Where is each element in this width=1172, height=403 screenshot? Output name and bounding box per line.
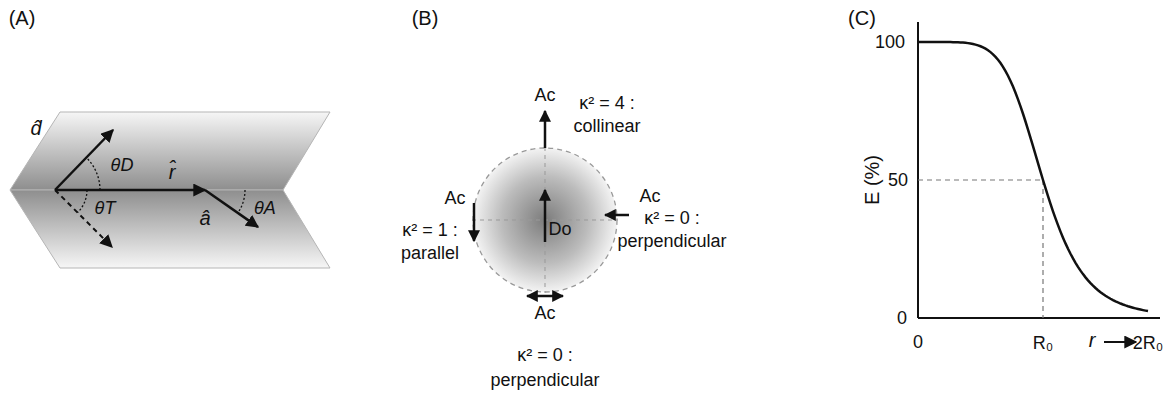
kappa-value: κ² = 0 : [644, 208, 700, 229]
axis-title: r [1089, 329, 1096, 352]
donor-vector [55, 130, 113, 190]
vector-label: â [199, 207, 210, 230]
vector-label: r̂ [169, 161, 176, 184]
guide-line [545, 147, 546, 293]
panel-letter: (C) [848, 7, 876, 30]
tick-label: 100 [875, 32, 905, 53]
lower-plane [10, 190, 330, 268]
sphere-figure [472, 147, 618, 293]
acceptor-label: Ac [444, 188, 465, 209]
acceptor-label: Ac [639, 186, 660, 207]
kappa-value: κ² = 0 : [517, 345, 573, 366]
donor-sphere: Do [472, 147, 618, 293]
angle-arc [86, 158, 100, 190]
panel-letter: (B) [412, 7, 439, 30]
acceptor-label: Ac [534, 303, 555, 324]
acceptor-label: Ac [534, 85, 555, 106]
tick-label: 50 [888, 170, 908, 191]
acceptor-dipole [605, 214, 629, 217]
vector-label: d̂ [30, 117, 41, 140]
acceptor-dipole [544, 111, 547, 148]
acceptor-dipole [527, 295, 563, 298]
upper-plane [10, 112, 330, 190]
axis-title: E (%) [861, 155, 884, 205]
orientation-name: perpendicular [490, 370, 599, 391]
orientation-name: parallel [401, 243, 459, 264]
orientation-name: perpendicular [617, 231, 726, 252]
orientation-name: collinear [573, 116, 640, 137]
y-axis [917, 22, 919, 318]
angle-label: θD [111, 155, 134, 176]
sphere [473, 148, 617, 292]
separation-vector [55, 189, 205, 192]
guide-line [1042, 180, 1043, 318]
acceptor-dipole [473, 203, 476, 241]
donor-label: Do [548, 219, 571, 240]
panel-letter: (A) [9, 7, 36, 30]
angle-arc [78, 190, 87, 213]
tick-label: R₀ [1033, 333, 1053, 354]
guide-line [918, 179, 1043, 180]
acceptor-vector [205, 190, 258, 227]
angle-label: θA [254, 198, 276, 219]
x-axis [918, 317, 1160, 319]
angle-label: θT [95, 198, 116, 219]
tick-label: 0 [897, 308, 907, 329]
curve-group [918, 42, 1148, 311]
kappa-value: κ² = 1 : [402, 220, 458, 241]
axis-arrow [1104, 341, 1136, 343]
angle-arc [238, 190, 245, 213]
tick-label: 0 [913, 332, 923, 353]
efficiency-curve [918, 42, 1148, 311]
tick-label: 2R₀ [1133, 333, 1163, 354]
kappa-value: κ² = 4 : [579, 93, 635, 114]
donor-dipole [544, 190, 547, 242]
